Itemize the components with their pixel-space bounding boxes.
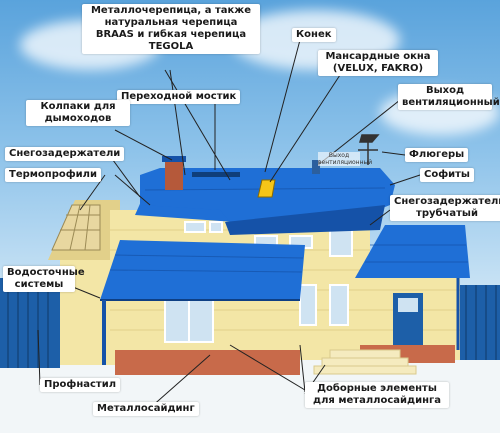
label-profiled-sheet: Профнастил — [40, 378, 121, 392]
label-vent-outlet-small: Выход вентиляционный — [318, 152, 373, 166]
label-attic-windows: Мансардные окна (VELUX, FAKRO) — [318, 50, 438, 76]
label-weathervanes: Флюгеры — [405, 148, 469, 162]
label-vent-outlet: Выход вентиляционный — [398, 84, 500, 110]
right-wing-roof — [355, 225, 470, 278]
attic-window — [257, 179, 276, 198]
label-gutters: Водосточные системы — [3, 266, 85, 292]
label-snow-guards: Снегозадержатели — [5, 147, 125, 161]
thermoprofile-frame — [51, 204, 101, 251]
chimney-cap — [162, 156, 186, 162]
label-snow-guard-tubular: Снегозадержатель трубчатый — [390, 195, 500, 221]
fence-right — [458, 285, 500, 360]
label-metal-siding: Металлосайдинг — [93, 402, 199, 416]
vent-pipe — [312, 160, 320, 174]
chimney — [165, 160, 183, 190]
weathervane — [358, 134, 380, 165]
label-soffits: Софиты — [420, 168, 474, 182]
steps — [313, 349, 417, 375]
label-chimney-caps: Колпаки для дымоходов — [26, 100, 130, 126]
label-ridge: Конек — [292, 28, 336, 42]
foundation — [115, 350, 300, 375]
main-roof-right — [225, 205, 385, 235]
label-metal-tile: Металлочерепица, а также натуральная чер… — [82, 4, 260, 54]
label-thermoprofiles: Термопрофили — [5, 168, 102, 182]
fence-left — [0, 278, 60, 368]
label-siding-trim: Доборные элементы для металлосайдинга — [305, 382, 449, 408]
walkway — [192, 172, 240, 177]
main-roof-lower — [100, 240, 305, 300]
label-walkway: Переходной мостик — [117, 90, 241, 104]
